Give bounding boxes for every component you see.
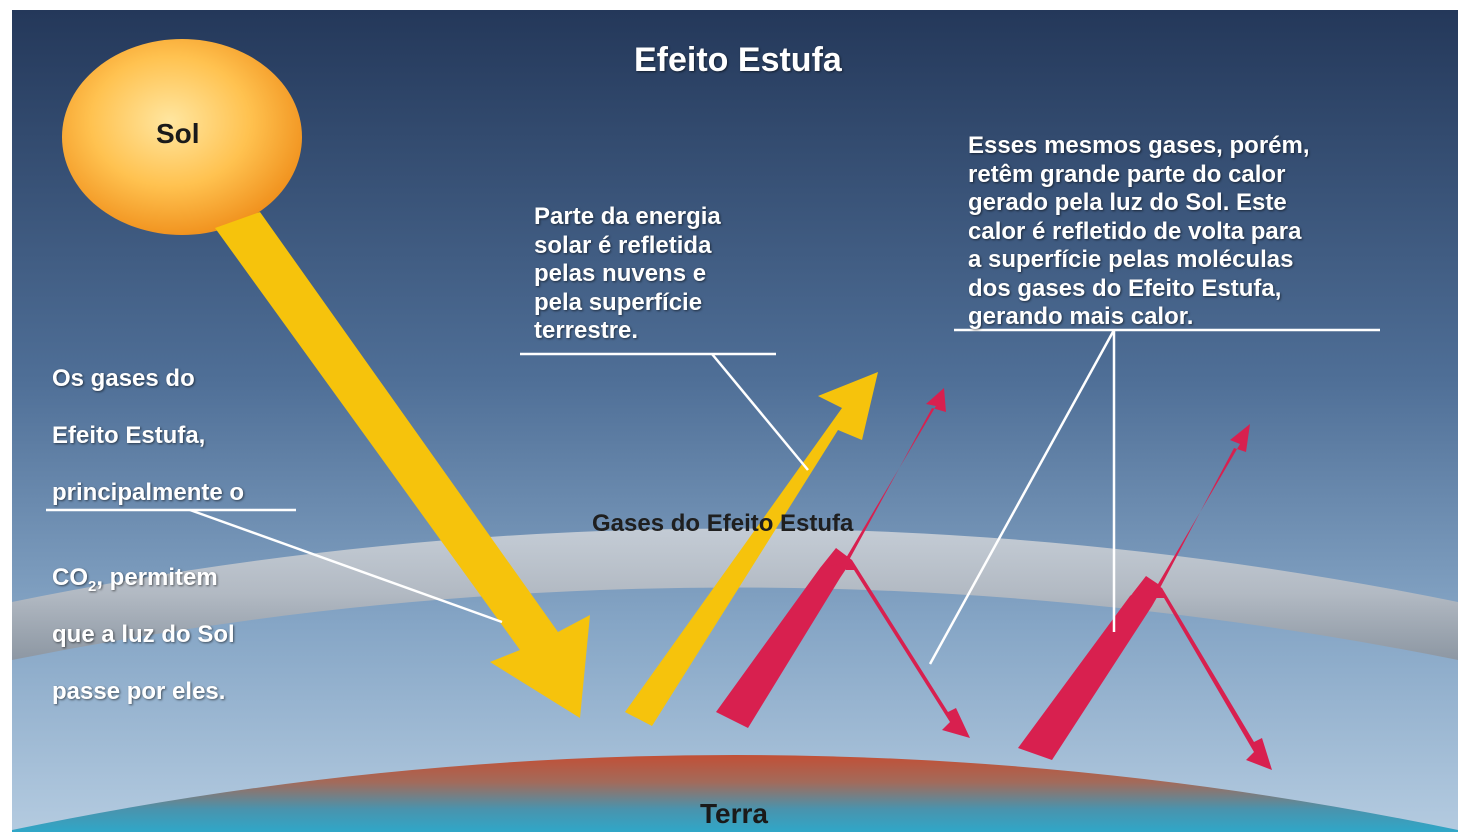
diagram-title: Efeito Estufa bbox=[634, 41, 842, 79]
heat-reflected-arrow-icon bbox=[836, 548, 970, 738]
right-annotation: Esses mesmos gases, porém, retêm grande … bbox=[968, 132, 1310, 330]
sun-icon bbox=[62, 39, 302, 235]
left-leader-line bbox=[189, 508, 503, 624]
left-annotation-line: passe por eles. bbox=[52, 678, 226, 705]
heat-arrow-group-1 bbox=[716, 388, 970, 738]
heat-escaping-arrow-icon bbox=[1132, 424, 1250, 594]
co2-formula: CO bbox=[52, 564, 88, 591]
middle-leader-line bbox=[711, 353, 809, 471]
incoming-solar-arrow-icon bbox=[215, 212, 590, 718]
gas-band-label: Gases do Efeito Estufa bbox=[592, 510, 854, 537]
co2-subscript: 2 bbox=[88, 577, 97, 595]
right-leader-line-1 bbox=[928, 329, 1116, 665]
heat-arrow-group-2 bbox=[1018, 424, 1272, 770]
middle-annotation: Parte da energia solar é refletida pelas… bbox=[534, 203, 721, 344]
heat-upward-arrow-icon bbox=[716, 556, 848, 728]
reflected-solar-arrow-icon bbox=[625, 372, 878, 726]
heat-reflected-arrow-icon bbox=[1146, 578, 1272, 770]
left-annotation-line: Efeito Estufa, bbox=[52, 421, 206, 449]
left-annotation-line: principalmente o bbox=[52, 478, 245, 506]
left-annotation: Os gases do Efeito Estufa, principalment… bbox=[52, 336, 312, 735]
earth-surface bbox=[12, 755, 1458, 832]
left-annotation-line: que a luz do Sol bbox=[52, 621, 235, 648]
left-annotation-line: Os gases do bbox=[52, 364, 195, 392]
left-annotation-line: CO2, permitem bbox=[52, 536, 312, 595]
greenhouse-gas-band bbox=[12, 528, 1458, 660]
left-annotation-line-suffix: , permitem bbox=[96, 564, 218, 591]
heat-upward-arrow-icon bbox=[1018, 582, 1160, 760]
sun-label: Sol bbox=[156, 118, 200, 149]
earth-label: Terra bbox=[700, 798, 768, 829]
